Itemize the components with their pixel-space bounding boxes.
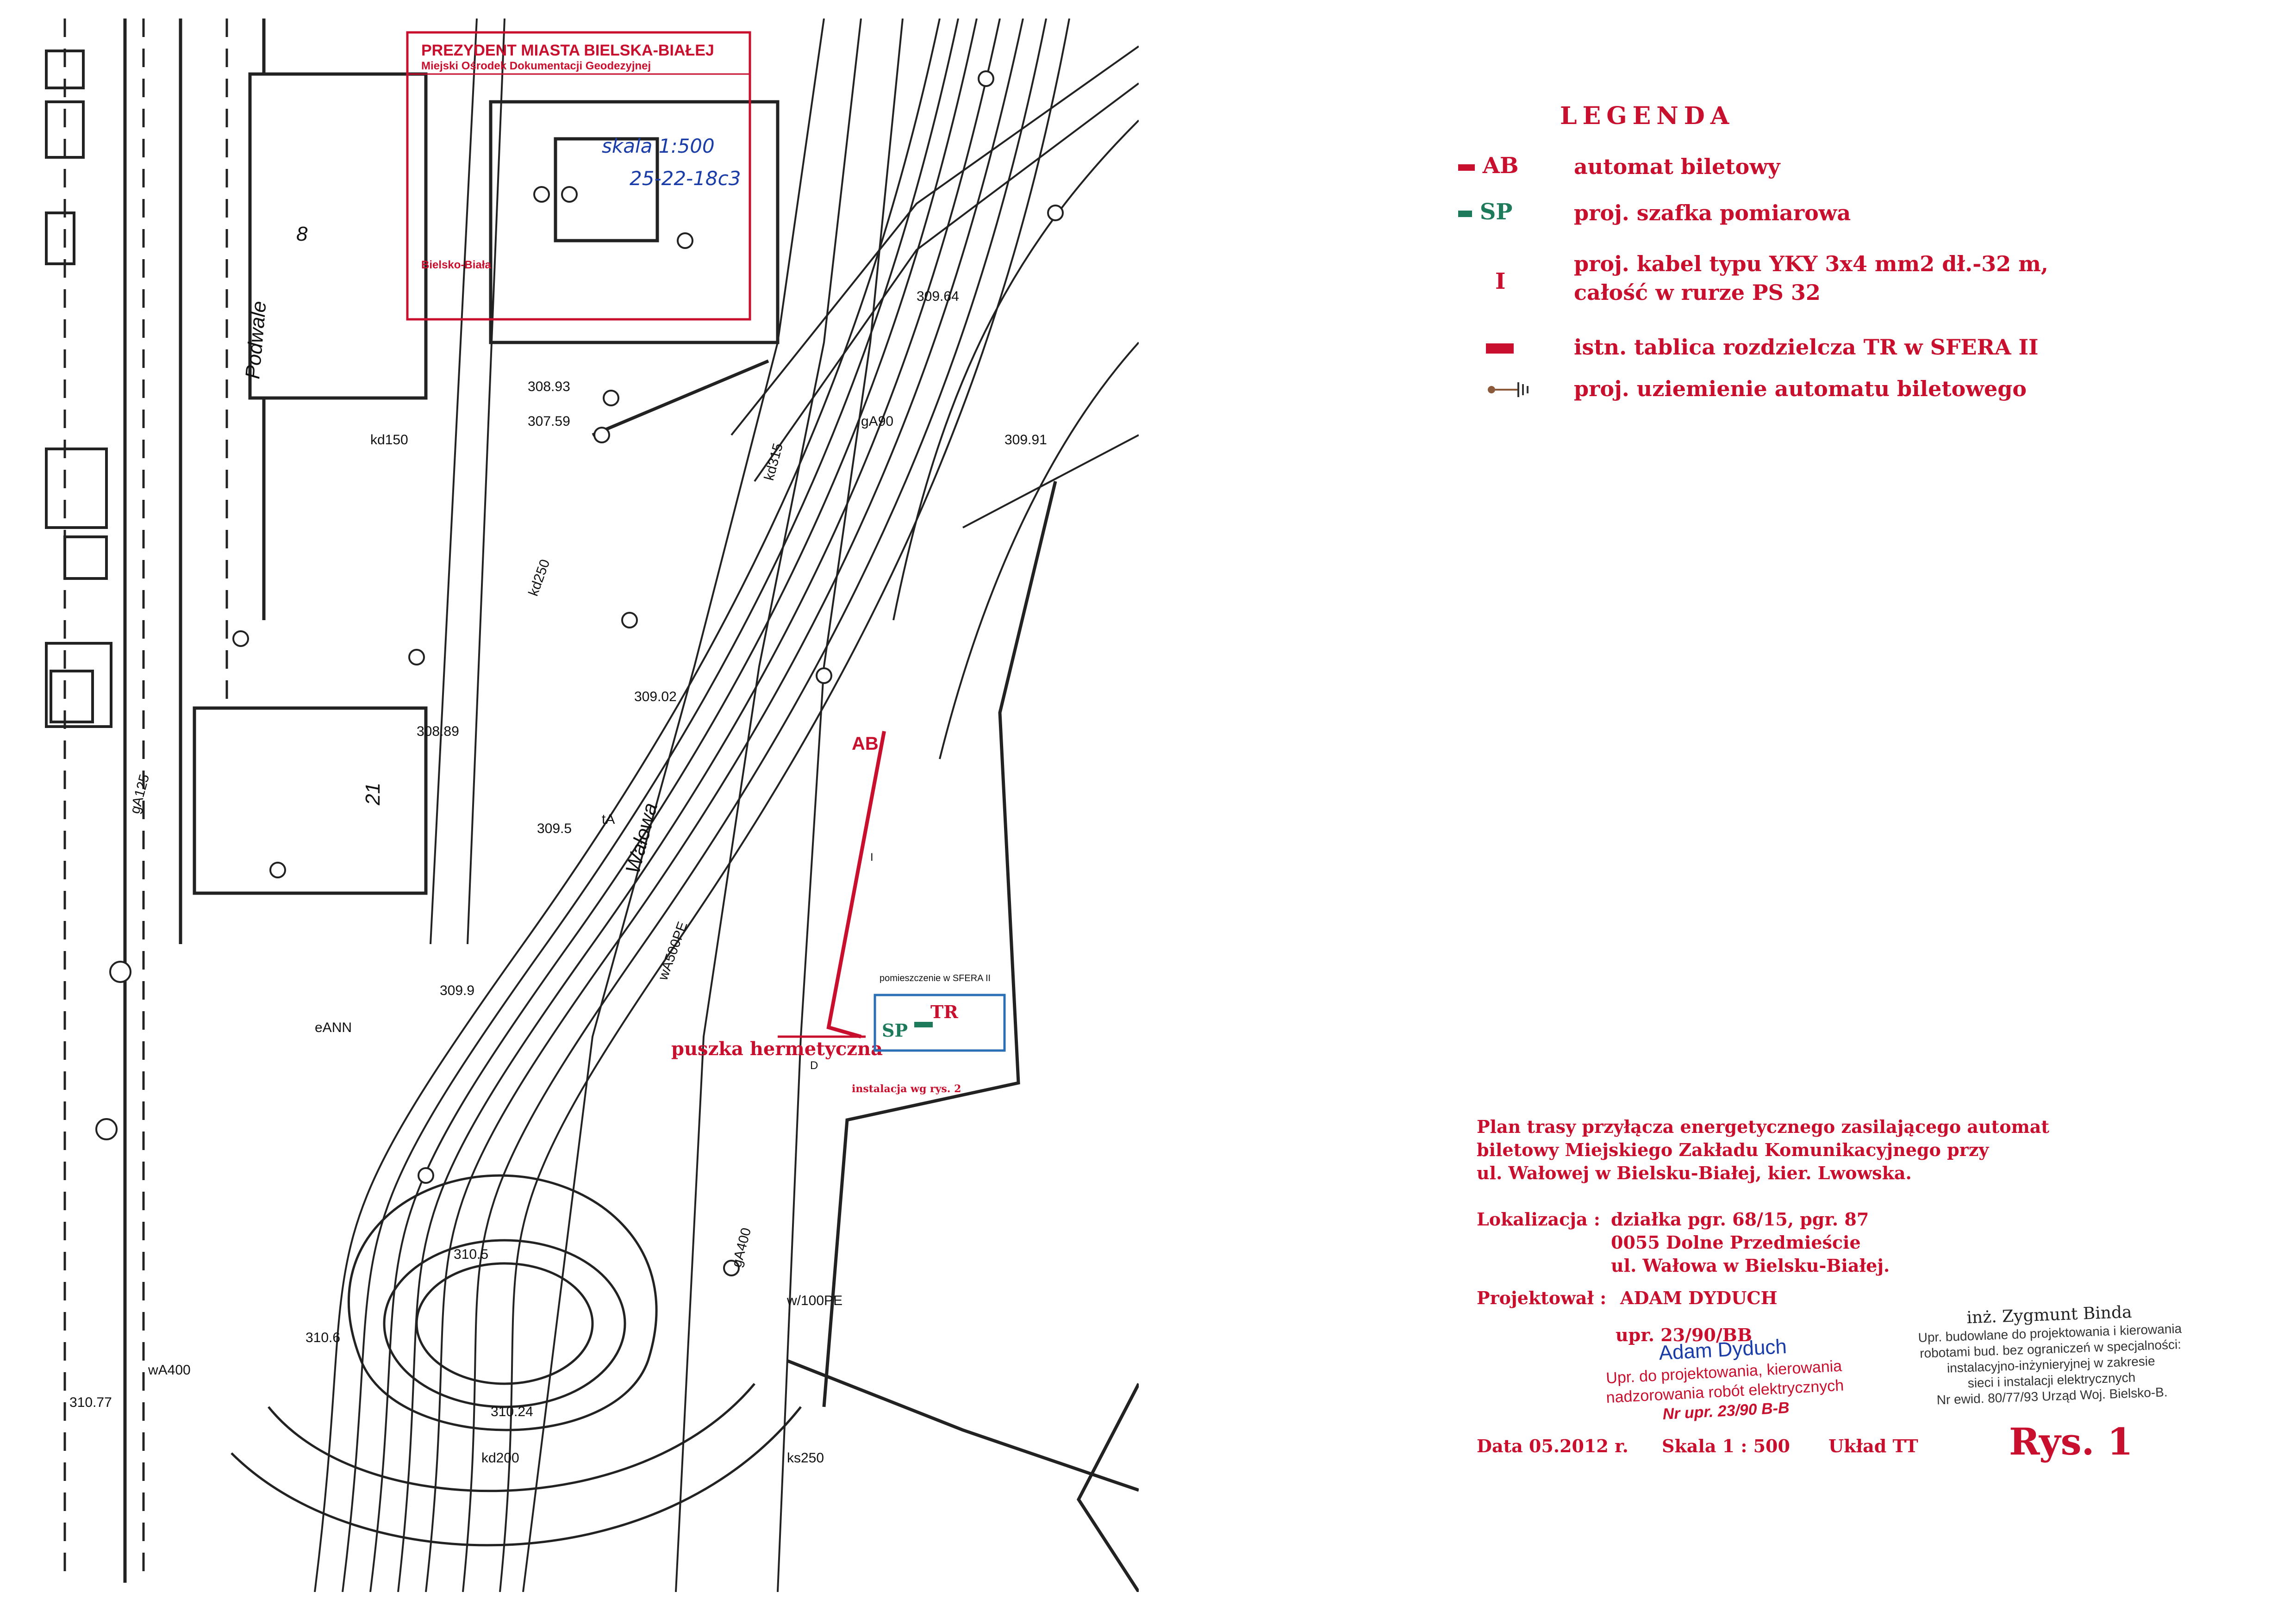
grounding-icon bbox=[1458, 375, 1565, 407]
stamp-title: PREZYDENT MIASTA BIELSKA-BIAŁEJ bbox=[421, 42, 714, 59]
legend-symbol: SP bbox=[1458, 199, 1565, 231]
legend-symbol: AB bbox=[1458, 153, 1565, 185]
elevation-label: 309.64 bbox=[917, 289, 959, 304]
pipe-label: kd150 bbox=[370, 432, 408, 448]
building-number: 8 bbox=[296, 223, 308, 245]
elevation-label: 310.5 bbox=[454, 1247, 488, 1262]
room-door-label: D bbox=[810, 1059, 818, 1072]
designer-license: upr. 23/90/BB bbox=[1616, 1325, 1752, 1345]
stamp-city: Bielsko-Biała bbox=[421, 259, 491, 271]
legend-symbol: I bbox=[1495, 268, 1506, 294]
pipe-label: wA400 bbox=[148, 1362, 191, 1378]
junction-box-label: puszka hermetyczna bbox=[671, 1038, 883, 1060]
building-number: 21 bbox=[362, 783, 384, 806]
elevation-label: 308.93 bbox=[528, 379, 570, 394]
room-label: pomieszczenie w SFERA II bbox=[880, 973, 991, 983]
legend-description: istn. tablica rozdzielcza TR w SFERA II bbox=[1574, 335, 2039, 360]
elevation-label: 307.59 bbox=[528, 414, 570, 429]
elevation-label: 310.77 bbox=[69, 1395, 112, 1410]
pipe-label: eANN bbox=[315, 1020, 352, 1035]
pipe-label: ks250 bbox=[787, 1450, 824, 1466]
building-21 bbox=[193, 706, 428, 895]
legend-item-switchboard: istn. tablica rozdzielcza TR w SFERA II bbox=[1458, 333, 2199, 366]
legend-symbol bbox=[1458, 333, 1565, 366]
legend-item-cable: I proj. kabel typu YKY 3x4 mm2 dł.-32 m,… bbox=[1458, 250, 2199, 315]
geodesy-stamp: PREZYDENT MIASTA BIELSKA-BIAŁEJ Miejski … bbox=[406, 31, 751, 321]
installation-note: instalacja wg rys. 2 bbox=[852, 1083, 961, 1095]
elevation-label: 308.89 bbox=[417, 724, 459, 739]
roundabout bbox=[231, 1174, 802, 1547]
stamp-subtitle: Miejski Ośrodek Dokumentacji Geodezyjnej bbox=[421, 60, 651, 72]
legend-description: całość w rurze PS 32 bbox=[1574, 280, 1821, 305]
sfera-room-box: pomieszczenie w SFERA II SP TR bbox=[873, 973, 1006, 1052]
designer-name: ADAM DYDUCH bbox=[1620, 1287, 1778, 1308]
elevation-label: 309.9 bbox=[440, 983, 474, 998]
location-line: działka pgr. 68/15, pgr. 87 bbox=[1611, 1209, 1869, 1230]
elevation-label: 309.91 bbox=[1004, 432, 1047, 448]
drawing-date: Data 05.2012 r. bbox=[1477, 1436, 1628, 1456]
building-blocks bbox=[193, 72, 780, 895]
drawing-scale: Skala 1 : 500 bbox=[1662, 1436, 1790, 1456]
verifier-stamp: inż. Zygmunt Binda Upr. budowlane do pro… bbox=[1887, 1300, 2214, 1410]
legend-title: LEGENDA bbox=[1560, 102, 1735, 130]
location-label: Lokalizacja : bbox=[1477, 1209, 1600, 1230]
site-plan-map: 308.93 307.59 309.02 310.5 309.9 310.77 … bbox=[37, 19, 1139, 1592]
sp-label: SP bbox=[882, 1020, 908, 1041]
legend-description: proj. kabel typu YKY 3x4 mm2 dł.-32 m, bbox=[1574, 251, 2048, 276]
legend-description: automat biletowy bbox=[1574, 154, 1780, 179]
plan-title-line: Plan trasy przyłącza energetycznego zasi… bbox=[1477, 1116, 2049, 1137]
pipe-label: tA bbox=[602, 812, 615, 827]
earthing-system: Układ TT bbox=[1828, 1436, 1918, 1456]
location-line: 0055 Dolne Przedmieście bbox=[1611, 1232, 1861, 1253]
building-8 bbox=[248, 72, 428, 400]
elevation-label: 309.02 bbox=[634, 689, 677, 704]
elevation-label: 310.24 bbox=[491, 1404, 533, 1419]
legend-item-grounding: proj. uziemienie automatu biletowego bbox=[1458, 375, 2199, 407]
elevation-label: 309.5 bbox=[537, 821, 572, 836]
plan-title-line: ul. Wałowej w Bielsku-Białej, kier. Lwow… bbox=[1477, 1163, 1912, 1183]
plan-title-line: biletowy Miejskiego Zakładu Komunikacyjn… bbox=[1477, 1139, 1989, 1160]
handwritten-scale: skala 1:500 bbox=[602, 135, 715, 157]
legend-description: proj. uziemienie automatu biletowego bbox=[1574, 376, 2027, 401]
elevation-labels: 308.93 307.59 309.02 310.5 309.9 310.77 … bbox=[69, 289, 1047, 1419]
designer-label: Projektował : bbox=[1477, 1287, 1607, 1308]
pipe-label: gA90 bbox=[861, 414, 893, 429]
cable-label: I bbox=[870, 851, 873, 864]
handwritten-sheet: 25-22-18c3 bbox=[630, 167, 741, 190]
tr-label: TR bbox=[930, 1001, 958, 1022]
location-line: ul. Wałowa w Bielsku-Białej. bbox=[1611, 1255, 1890, 1276]
projected-cable-route: AB I D puszka hermetyczna instalacja wg … bbox=[671, 731, 961, 1095]
pipe-label: w/100PE bbox=[786, 1293, 842, 1308]
legend-item-ticket-machine: AB automat biletowy bbox=[1458, 153, 2199, 185]
legend-item-meter-cabinet: SP proj. szafka pomiarowa bbox=[1458, 199, 2199, 231]
pipe-label: kd200 bbox=[481, 1450, 519, 1466]
elevation-label: 310.6 bbox=[306, 1330, 340, 1345]
designer-stamp: Adam Dyduch Upr. do projektowania, kiero… bbox=[1572, 1330, 1877, 1429]
legend-description: proj. szafka pomiarowa bbox=[1574, 200, 1851, 225]
ticket-machine-label: AB bbox=[852, 734, 879, 754]
drawing-number: Rys. 1 bbox=[2009, 1420, 2133, 1463]
